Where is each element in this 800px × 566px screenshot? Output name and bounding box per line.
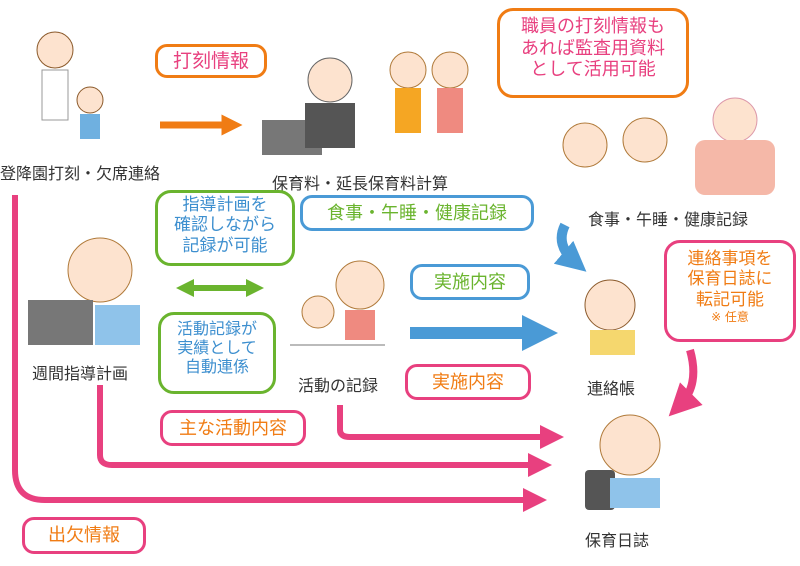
callout-attendance-info: 出欠情報	[22, 517, 146, 554]
attendance-arrow	[12, 195, 547, 512]
label-daily-log: 保育日誌	[585, 531, 650, 550]
callout-transfer: 連絡事項を 保育日誌に 転記可能 ※ 任意	[664, 240, 796, 342]
activity-illustration	[290, 260, 385, 346]
text-line: 活動記録が	[176, 319, 257, 338]
parent-child-illustration	[36, 31, 104, 139]
callout-meal-flow: 食事・午睡・健康記録	[300, 195, 534, 231]
children-meal-illustration	[562, 97, 775, 195]
text-line: 転記可能	[696, 289, 764, 310]
callout-auto-link: 活動記録が 実績として 自動連係	[158, 312, 276, 394]
text-line: 保育日誌に	[687, 269, 773, 290]
teacher-plan-illustration	[28, 237, 140, 345]
callout-content-blue: 実施内容	[410, 264, 530, 300]
contact-book-illustration	[584, 279, 636, 355]
plan-arrow	[97, 385, 552, 477]
text-line: あれば監査用資料	[521, 37, 665, 59]
callout-plan-check: 指導計画を 確認しながら 記録が可能	[155, 190, 295, 266]
callout-timestamp: 打刻情報	[155, 44, 267, 78]
text-line: 職員の打刻情報も	[521, 16, 665, 37]
label-fees: 保育料・延長保育料計算	[272, 174, 449, 193]
text-line: として活用可能	[530, 59, 656, 81]
callout-staff-note: 職員の打刻情報も あれば監査用資料 として活用可能	[497, 8, 689, 98]
callout-content-pink: 実施内容	[405, 364, 531, 400]
text-line: 記録が可能	[182, 235, 268, 256]
transfer-note: ※ 任意	[711, 310, 749, 325]
callout-main-activity: 主な活動内容	[160, 410, 306, 446]
label-activity-record: 活動の記録	[298, 376, 379, 395]
label-attendance: 登降園打刻・欠席連絡	[0, 164, 161, 183]
transfer-arrow	[668, 348, 703, 417]
meal-arrow	[553, 222, 587, 272]
text-line: 確認しながら	[174, 215, 276, 236]
text-line: 実績として	[177, 338, 257, 358]
text-line: 自動連係	[184, 357, 249, 377]
text-line: 指導計画を	[182, 195, 268, 215]
label-meal-record: 食事・午睡・健康記録	[588, 210, 749, 229]
daily-log-illustration	[585, 414, 661, 510]
text-line: 連絡事項を	[687, 249, 773, 269]
label-weekly-plan: 週間指導計画	[32, 364, 129, 383]
staff-illustration	[262, 51, 469, 155]
activity-arrow	[337, 405, 564, 449]
label-contact-book: 連絡帳	[587, 379, 636, 398]
